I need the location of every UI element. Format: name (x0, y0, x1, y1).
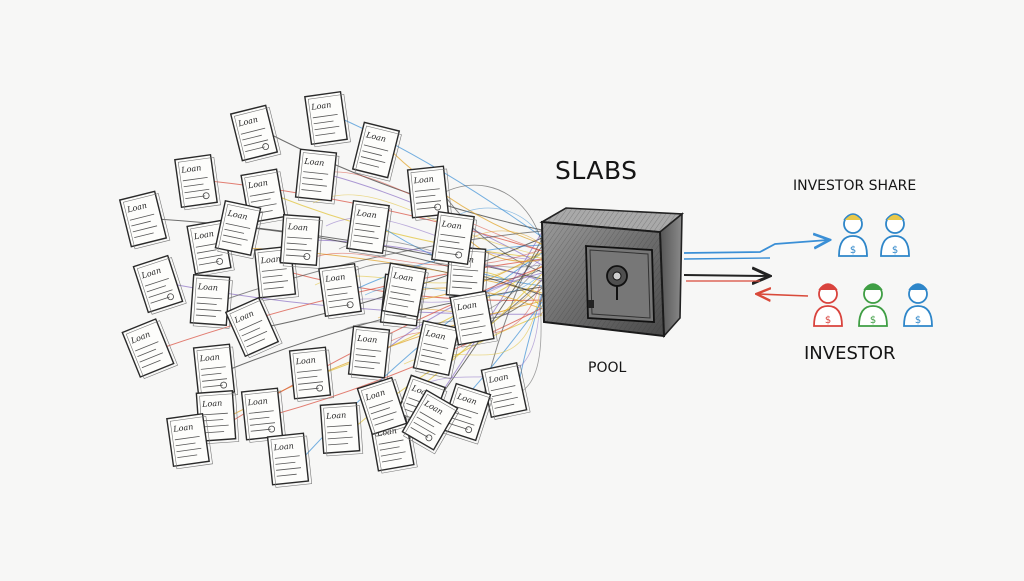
arrow-to-investor-share (683, 240, 828, 254)
investor-person-icon: $ (813, 283, 843, 327)
arrow-from-investor (758, 294, 809, 296)
loan-document: Loan (266, 432, 313, 488)
loan-document-text: Loan (226, 208, 248, 221)
loan-document-text: Loan (487, 372, 509, 385)
loan-document: Loan (401, 389, 460, 455)
investor-share-label: INVESTOR SHARE (793, 178, 917, 194)
svg-text:$: $ (825, 315, 831, 326)
loan-document: Loan (351, 121, 402, 182)
loan-document: Loan (346, 199, 393, 257)
loan-document: Loan (480, 361, 531, 420)
loan-document-text: Loan (303, 157, 325, 168)
loan-document-text: Loan (455, 300, 477, 313)
loan-document: Loan (118, 190, 171, 250)
investor-person-icon: $ (903, 283, 933, 327)
loan-document-text: Loan (324, 272, 346, 284)
loan-document: Loan (294, 148, 340, 205)
loan-document: Loan (121, 318, 178, 380)
arrow-to-investor-share-2 (683, 257, 771, 260)
loan-document-text: Loan (355, 208, 377, 220)
flow-line (301, 249, 541, 266)
flow-line (466, 237, 543, 262)
loan-document: Loan (412, 319, 462, 380)
loan-document-text: Loan (310, 100, 332, 112)
flow-line (325, 217, 541, 261)
pool-safe-icon (539, 207, 685, 339)
svg-text:$: $ (892, 245, 898, 256)
loan-document: Loan (440, 382, 493, 445)
pool-label: POOL (588, 360, 627, 376)
loan-document-text: Loan (424, 328, 446, 341)
loan-document-text: Loan (192, 229, 214, 242)
loan-document: Loan (304, 90, 351, 148)
loan-document-text: Loan (198, 352, 220, 363)
loan-document: Loan (449, 290, 498, 348)
loan-document: Loan (214, 199, 264, 260)
loan-document: Loan (356, 376, 411, 437)
loan-document-text: Loan (197, 282, 219, 292)
loan-document: Loan (381, 262, 429, 321)
flow-line (389, 149, 543, 245)
investor-share-person-icon: $ (880, 213, 910, 257)
flow-line (275, 307, 543, 415)
loan-document: Loan (318, 262, 365, 320)
loan-document-text: Loan (294, 355, 316, 366)
loan-document-text: Loan (172, 422, 194, 434)
loan-document-text: Loan (259, 254, 281, 265)
diagram-title: SLABS (555, 156, 638, 185)
investor-share-figures: $$ (838, 213, 910, 257)
flow-arrows (683, 240, 828, 296)
loan-document: Loan (166, 412, 213, 470)
flow-line (517, 293, 543, 391)
investor-share-person-icon: $ (838, 213, 868, 257)
loan-document: Loan (192, 343, 239, 399)
loan-document: Loan (229, 104, 282, 164)
loan-document: Loan (132, 254, 187, 315)
investor-label: INVESTOR (804, 343, 896, 364)
loan-document: Loan (347, 325, 393, 382)
loan-document-text: Loan (246, 178, 268, 191)
loan-document-text: Loan (356, 334, 378, 345)
loan-document: Loan (406, 165, 453, 221)
loan-document: Loan (431, 210, 478, 268)
arrow-to-investor (683, 275, 768, 276)
svg-text:$: $ (915, 315, 921, 326)
investor-person-icon: $ (858, 283, 888, 327)
loan-document: Loan (174, 153, 221, 211)
loan-document: Loan (240, 387, 287, 443)
loan-document-text: Loan (201, 399, 223, 409)
loan-document-text: Loan (180, 163, 202, 175)
loan-document-text: Loan (392, 271, 414, 284)
flow-line (312, 194, 541, 256)
loan-document-text: Loan (287, 222, 309, 232)
loan-document: Loan (224, 296, 283, 359)
loan-document: Loan (319, 402, 364, 457)
loan-document: Loan (279, 214, 323, 269)
loan-document: Loan (288, 346, 335, 402)
loan-document-text: Loan (440, 219, 462, 231)
loan-document: Loan (189, 274, 233, 329)
svg-text:$: $ (870, 315, 876, 326)
loan-document-text: Loan (325, 411, 347, 421)
loan-document-text: Loan (272, 441, 294, 452)
svg-text:$: $ (850, 245, 856, 256)
investor-figures: $ $ $ (813, 283, 933, 327)
loan-document-text: Loan (412, 174, 434, 185)
loan-document-text: Loan (246, 396, 268, 407)
